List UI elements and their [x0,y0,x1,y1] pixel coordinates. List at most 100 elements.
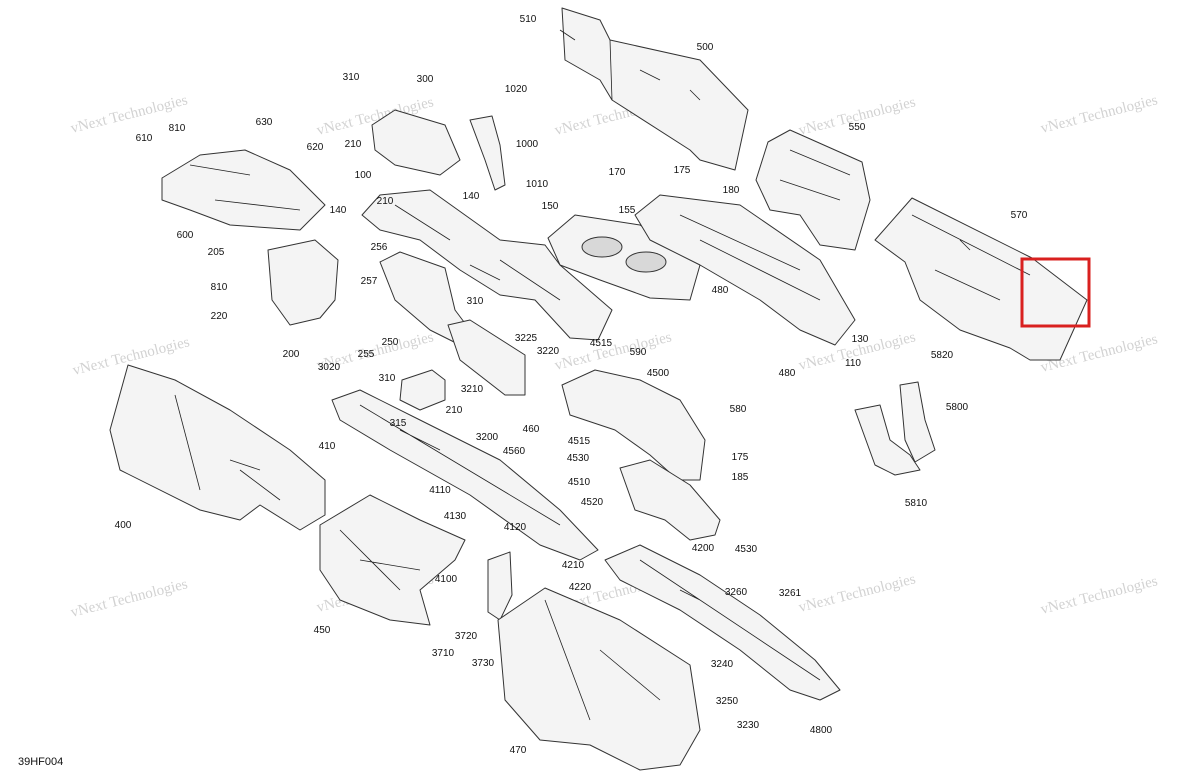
callout-570: 570 [1011,210,1028,221]
callout-170: 170 [609,167,626,178]
callout-310: 310 [343,72,360,83]
callout-175: 175 [674,165,691,176]
part-450-panel [319,494,466,626]
callout-4200: 4200 [692,543,715,554]
callout-4100: 4100 [435,574,458,585]
part-4100-bracket [487,551,513,621]
cup-holder-left [581,236,623,258]
callout-315: 315 [390,418,407,429]
callout-480: 480 [779,368,796,379]
part-500-panel [561,7,749,171]
part-570-panel [874,197,1088,361]
callout-3720: 3720 [455,631,478,642]
callout-1010: 1010 [526,179,549,190]
callout-3220: 3220 [537,346,560,357]
callout-580: 580 [730,404,747,415]
part-4200-bracket [619,459,721,541]
callout-1000: 1000 [516,139,539,150]
callout-210: 210 [446,405,463,416]
callout-4130: 4130 [444,511,467,522]
callout-3710: 3710 [432,648,455,659]
callout-140: 140 [463,191,480,202]
callout-4515: 4515 [590,338,613,349]
part-170-detail [679,214,821,301]
callout-200: 200 [283,349,300,360]
part-200-bracket [267,239,339,326]
watermark-text: vNext Technologies [797,571,917,616]
callout-5800: 5800 [946,402,969,413]
part-1000-bracket [469,115,506,191]
callout-255: 255 [358,349,375,360]
part-470-panel [497,587,701,771]
callout-130: 130 [852,334,869,345]
highlight-box [1020,257,1091,328]
callout-3261: 3261 [779,588,802,599]
part-4800-rail [604,544,841,701]
callout-140: 140 [330,205,347,216]
callout-4800: 4800 [810,725,833,736]
callout-470: 470 [510,745,527,756]
callout-400: 400 [115,520,132,531]
callout-310: 310 [379,373,396,384]
callout-4560: 4560 [503,446,526,457]
parts-layer [109,7,1091,771]
callout-250: 250 [382,337,399,348]
callout-630: 630 [256,117,273,128]
callout-4500: 4500 [647,368,670,379]
callout-610: 610 [136,133,153,144]
callout-810: 810 [169,123,186,134]
callout-257: 257 [361,276,378,287]
callout-600: 600 [177,230,194,241]
callout-5820: 5820 [931,350,954,361]
part-5800-boot-2 [899,381,936,463]
callout-4220: 4220 [569,582,592,593]
callout-550: 550 [849,122,866,133]
cup-holder-right [625,251,667,273]
part-4800-detail [639,559,821,681]
callout-3200: 3200 [476,432,499,443]
callout-210: 210 [345,139,362,150]
callout-1020: 1020 [505,84,528,95]
callout-220: 220 [211,311,228,322]
part-600-tray [161,149,326,231]
diagram-code: 39HF004 [18,756,64,768]
part-550-cover [755,129,871,251]
part-550-detail [779,149,851,201]
callout-510: 510 [520,14,537,25]
callout-155: 155 [619,205,636,216]
callout-185: 185 [732,472,749,483]
part-500-detail [559,29,701,101]
callout-4520: 4520 [581,497,604,508]
watermark-text: vNext Technologies [1039,573,1159,618]
callout-4210: 4210 [562,560,585,571]
part-3225-bracket [447,319,526,396]
part-600-detail [189,164,301,211]
part-3210-bracket [399,369,446,411]
callout-3225: 3225 [515,333,538,344]
callout-100: 100 [355,170,372,181]
callout-175: 175 [732,452,749,463]
callout-4515: 4515 [568,436,591,447]
callout-110: 110 [845,358,861,369]
callout-3230: 3230 [737,720,760,731]
callout-4530: 4530 [567,453,590,464]
part-3200-rail [331,389,599,561]
callout-3210: 3210 [461,384,484,395]
callout-150: 150 [542,201,559,212]
part-3200-detail [359,404,561,526]
callout-460: 460 [523,424,540,435]
part-570-detail [911,214,1031,301]
part-400-detail [174,394,281,501]
callout-450: 450 [314,625,331,636]
callout-256: 256 [371,242,388,253]
callout-5810: 5810 [905,498,928,509]
part-170-console [634,194,856,346]
callout-310: 310 [467,296,484,307]
watermark-text: vNext Technologies [1039,92,1159,137]
callout-3020: 3020 [318,362,341,373]
watermark-text: vNext Technologies [69,576,189,621]
part-4500-console [561,369,706,481]
callout-4510: 4510 [568,477,591,488]
